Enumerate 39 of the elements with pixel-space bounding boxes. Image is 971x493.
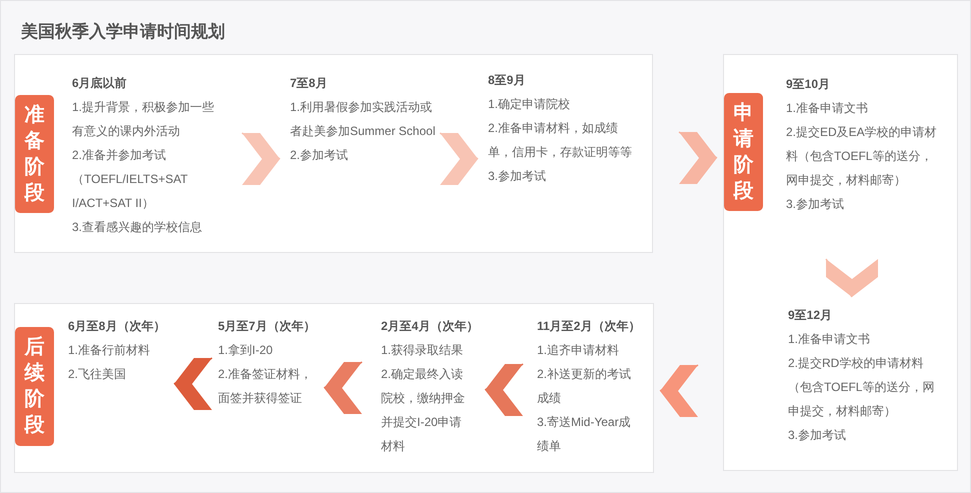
period-heading: 2月至4月（次年） — [381, 318, 479, 335]
task-item: 1.提升背景，积极参加一些有意义的课内外活动 — [72, 99, 216, 140]
task-item: 1.准备申请文书 — [786, 100, 870, 117]
period-heading: 9至10月 — [786, 76, 832, 93]
task-item: 3.寄送Mid-Year成绩单 — [537, 414, 632, 455]
panel — [14, 303, 654, 473]
task-item: 2.参加考试 — [290, 147, 350, 164]
period-heading: 6月至8月（次年） — [68, 318, 166, 335]
period-heading: 5月至7月（次年） — [218, 318, 316, 335]
task-item: 3.查看感兴趣的学校信息 — [72, 219, 204, 236]
task-item: 1.准备行前材料 — [68, 342, 152, 359]
title: 美国秋季入学申请时间规划 — [21, 22, 225, 42]
task-item: 2.补送更新的考试成绩 — [537, 366, 632, 407]
period-heading: 9至12月 — [788, 307, 834, 324]
task-item: 2.准备申请材料，如成绩单，信用卡，存款证明等等 — [488, 120, 633, 161]
task-item: 2.提交ED及EA学校的申请材料（包含TOEFL等的送分，网申提交，材料邮寄） — [786, 124, 938, 189]
task-item: 2.准备并参加考试（TOEFL/IELTS+SAT I/ACT+SAT II） — [72, 147, 188, 212]
task-item: 2.飞往美国 — [68, 366, 128, 383]
task-item: 1.利用暑假参加实践活动或者赴美参加Summer School — [290, 99, 436, 140]
period-heading: 7至8月 — [290, 75, 328, 92]
task-item: 3.参加考试 — [488, 168, 548, 185]
period-heading: 6月底以前 — [72, 75, 128, 92]
task-item: 2.提交RD学校的申请材料（包含TOEFL等的送分，网申提交，材料邮寄） — [788, 355, 936, 420]
stage-badge: 准备阶段 — [15, 95, 54, 213]
stage-badge: 申请阶段 — [724, 93, 763, 211]
panel — [723, 54, 958, 471]
task-item: 1.获得录取结果 — [381, 342, 464, 359]
period-heading: 11月至2月（次年） — [537, 318, 637, 335]
task-item: 1.确定申请院校 — [488, 96, 572, 113]
task-item: 2.准备签证材料，面签并获得签证 — [218, 366, 314, 407]
panel — [14, 54, 653, 253]
stage-badge: 后续阶段 — [15, 327, 54, 446]
task-item: 2.确定最终入读院校，缴纳押金并提交I-20申请材料 — [381, 366, 466, 455]
period-heading: 8至9月 — [488, 72, 526, 89]
task-item: 1.准备申请文书 — [788, 331, 872, 348]
task-item: 3.参加考试 — [788, 427, 848, 444]
task-item: 3.参加考试 — [786, 196, 846, 213]
task-item: 1.追齐申请材料 — [537, 342, 620, 359]
task-item: 1.拿到I-20 — [218, 342, 274, 359]
